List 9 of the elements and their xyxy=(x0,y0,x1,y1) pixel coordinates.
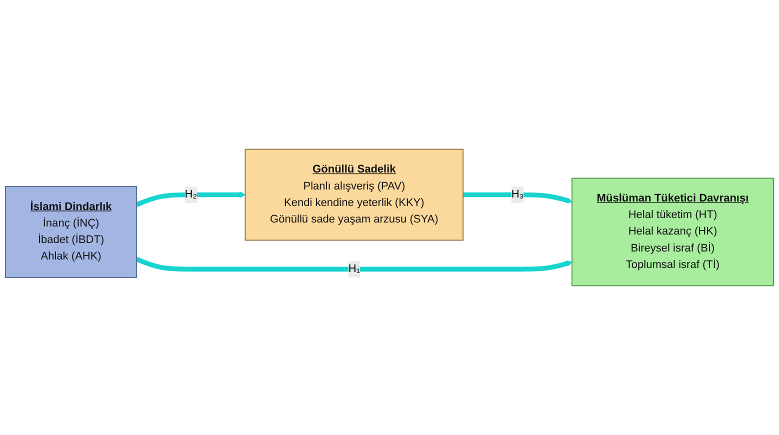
edge-label: H₃ xyxy=(511,188,524,200)
arrow xyxy=(136,192,246,207)
edge-label: H₁ xyxy=(348,262,360,275)
arrow xyxy=(136,256,572,272)
node-box: İslami Dindarlık İnanç (İNÇ) İbadet (İBDT) Ahlak (AHK) xyxy=(5,186,138,278)
arrow xyxy=(463,192,572,204)
node-box: Müslüman Tüketici Davranışı Helal tüketim (HT) Helal kazanç (HK) Bireysel israf (Bİ) Toplumsal israf (Tİ) xyxy=(571,178,774,286)
node-box: Gönüllü Sadelik Planlı alışveriş (PAV) Kendi kendine yeterlik (KKY) Gönüllü sade yaşam arzusu (SYA) xyxy=(244,148,464,241)
edge-label: H₂ xyxy=(184,188,198,200)
